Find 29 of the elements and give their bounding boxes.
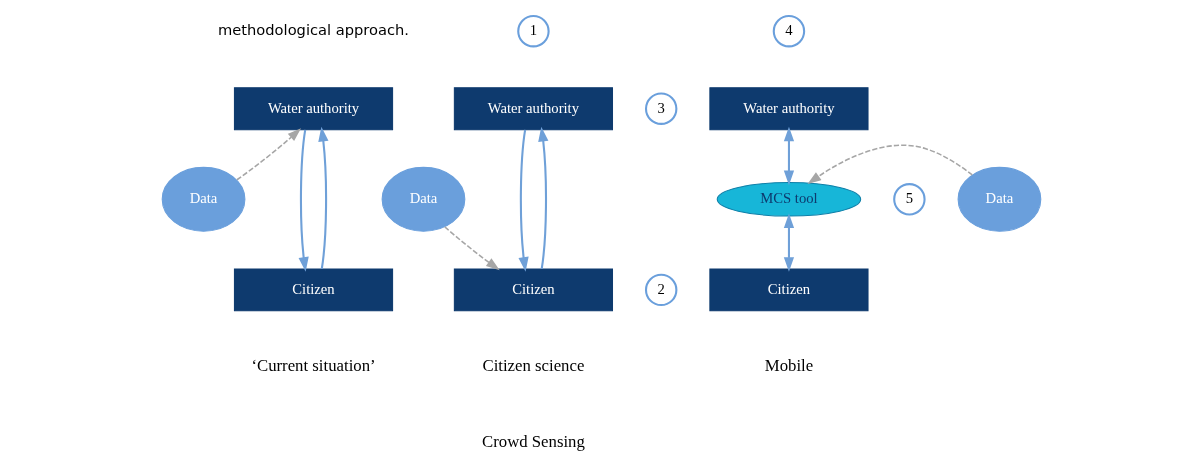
label: ‘Current situation’ [251, 356, 376, 376]
arrow [807, 144, 974, 185]
node-ellipse: MCS tool [716, 182, 862, 217]
node-box: Water authority [709, 87, 869, 131]
label: Mobile [764, 356, 814, 376]
arrow [236, 128, 302, 181]
label: methodological approach. [218, 21, 410, 39]
node-circle: 2 [644, 273, 678, 307]
node-circle: 1 [517, 15, 550, 48]
label: Crowd Sensing [482, 431, 585, 451]
arrow [298, 129, 309, 272]
node-ellipse: Data [161, 166, 246, 232]
arrow [538, 126, 549, 269]
label: Citizen science [482, 356, 585, 376]
node-box: Citizen [453, 268, 614, 312]
arrow [783, 213, 795, 272]
node-ellipse: Data [957, 166, 1042, 232]
arrow [318, 126, 329, 269]
node-circle: 5 [893, 183, 926, 216]
node-box: Citizen [709, 268, 869, 312]
arrow [518, 129, 529, 272]
node-ellipse: Data [381, 166, 466, 232]
arrow [444, 226, 500, 271]
node-circle: 4 [772, 15, 806, 48]
arrow [783, 126, 795, 186]
node-box: Citizen [233, 268, 394, 312]
node-circle: 3 [644, 92, 678, 125]
node-box: Water authority [233, 87, 394, 131]
node-box: Water authority [453, 87, 614, 131]
